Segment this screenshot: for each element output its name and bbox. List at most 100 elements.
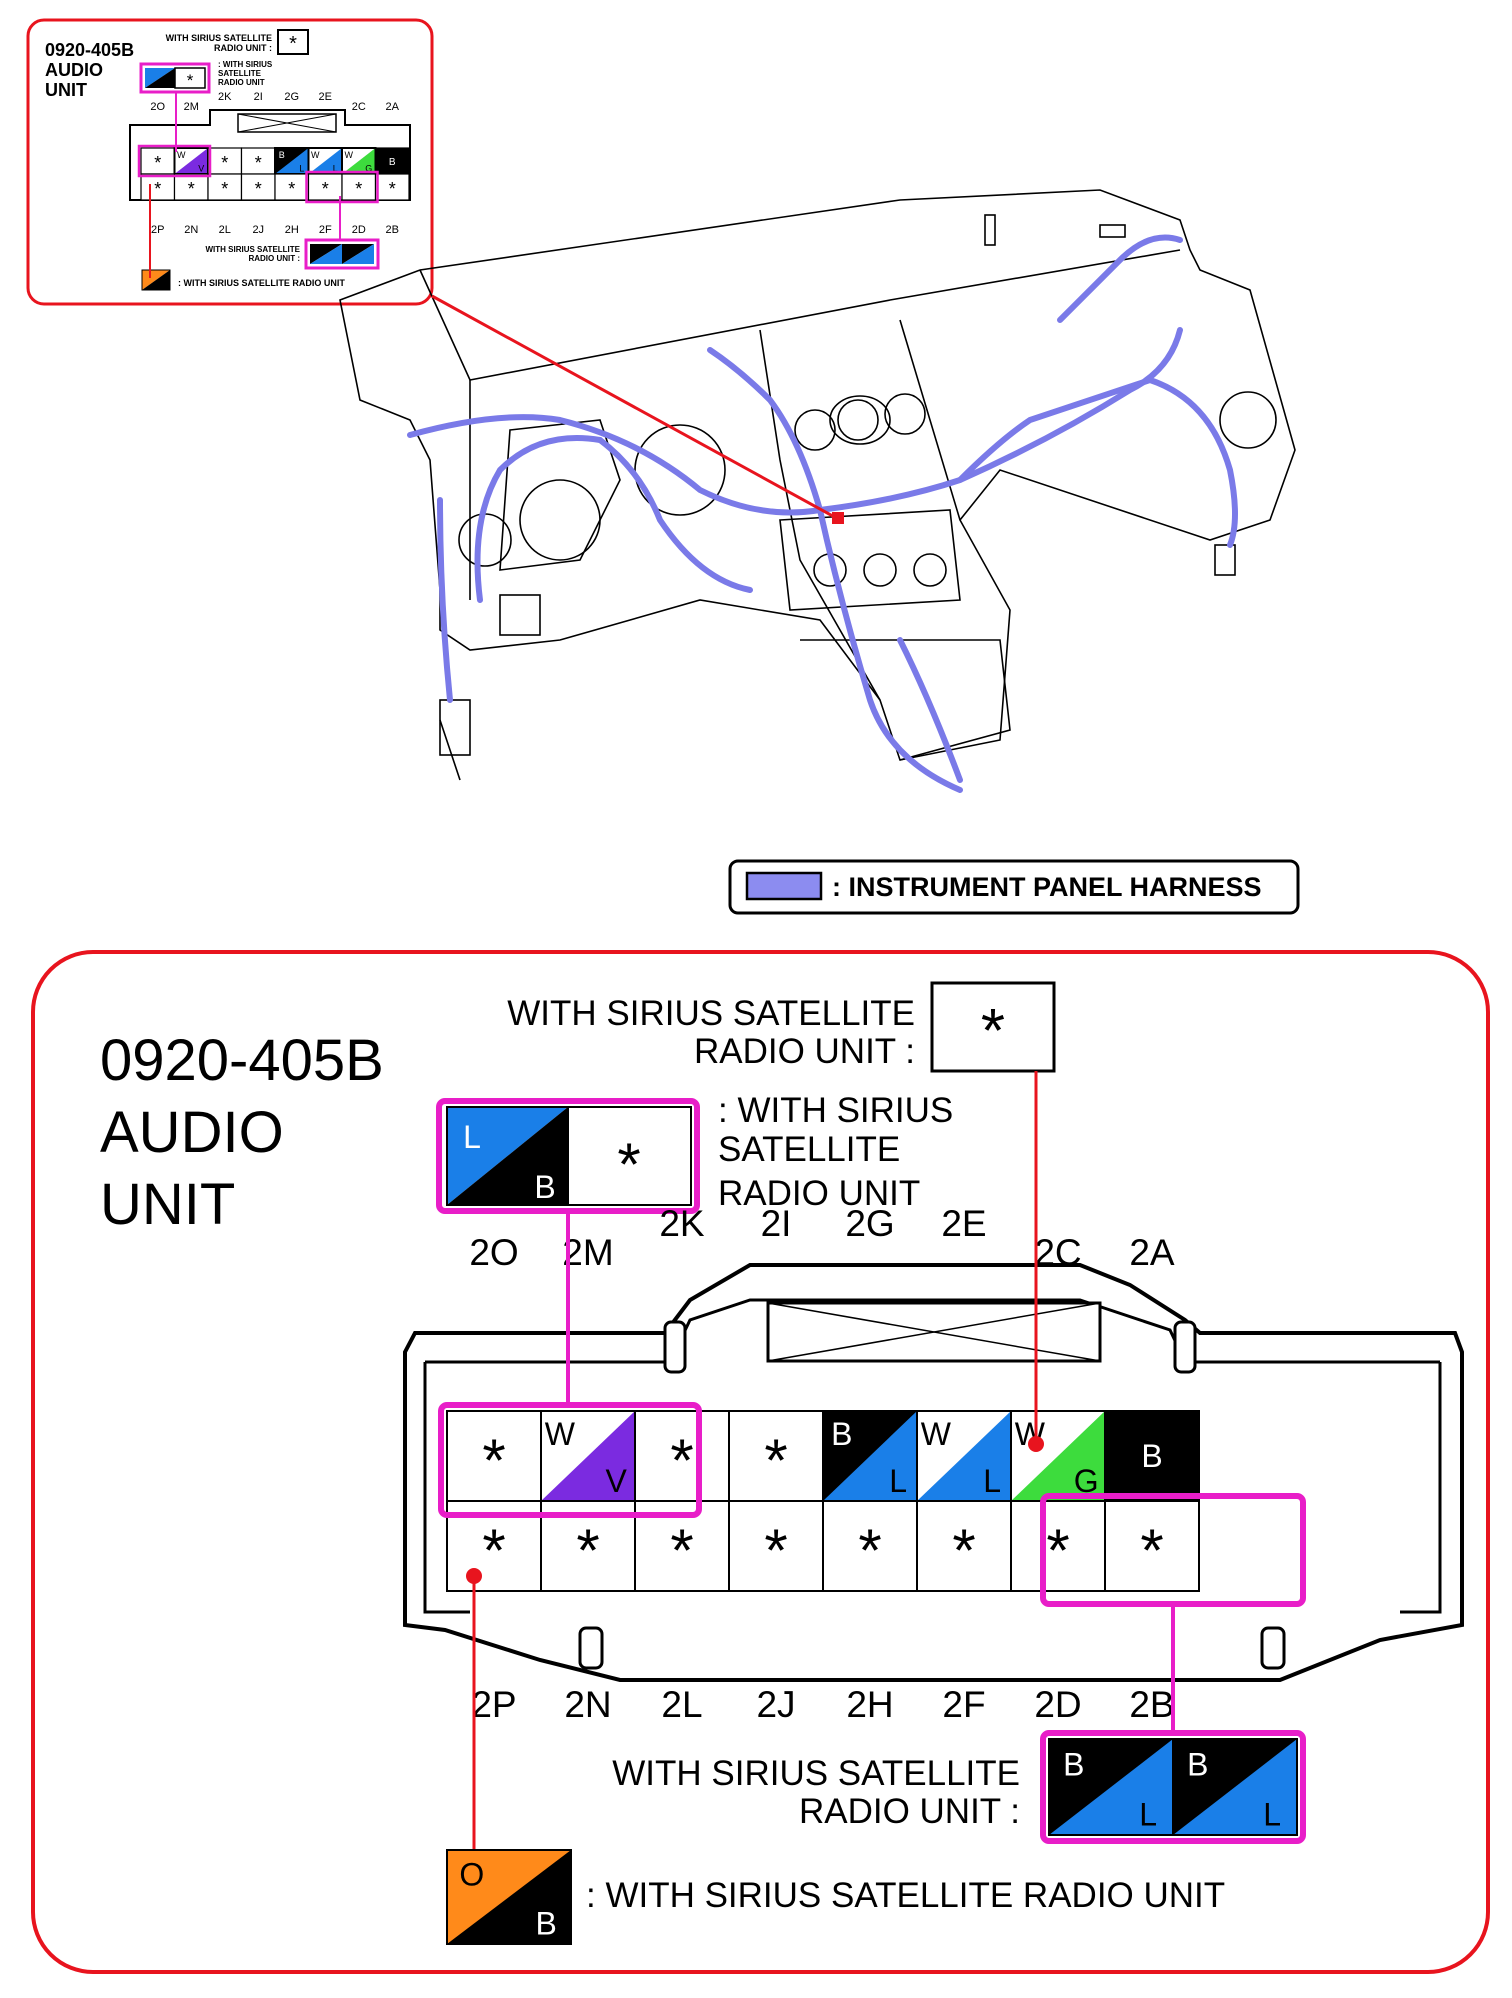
pin-cell: *	[1104, 1500, 1200, 1592]
pin-label-top: 2M	[562, 1232, 613, 1273]
thumb-pin-label-top: 2G	[284, 91, 299, 103]
pin-star: *	[952, 1517, 975, 1584]
thumbnail-inset: 0920-405B AUDIO UNIT WITH SIRIUS SATELLI…	[26, 18, 434, 306]
wire-color-b: L	[1139, 1796, 1157, 1832]
pin-label-top: 2A	[1129, 1232, 1175, 1273]
pin-cell: *	[822, 1500, 918, 1592]
thumb-pin-label-top: 2K	[218, 91, 232, 103]
pin-cell: *	[728, 1410, 824, 1502]
thumb-pin-label-bottom: 2B	[386, 224, 399, 236]
pin-star: *	[1140, 1517, 1163, 1584]
wire-color: B	[1141, 1438, 1162, 1474]
wire-color-a: B	[831, 1416, 852, 1452]
wire-color-a: W	[311, 150, 320, 160]
wire-color-a: W	[344, 150, 353, 160]
thumb-pin-label-top: 2M	[184, 101, 199, 113]
thumb-pin-label-top: 2E	[319, 91, 332, 103]
ob-note: : WITH SIRIUS SATELLITE RADIO UNIT	[586, 1876, 1225, 1915]
thumb-lb-3: RADIO UNIT	[218, 78, 265, 87]
detail-panel: 0920-405B AUDIO UNIT WITH SIRIUS SATELLI…	[31, 950, 1490, 1974]
wire-color-b: L	[333, 163, 338, 173]
pin-label-top: 2E	[941, 1203, 986, 1244]
connector-name-1: AUDIO	[100, 1100, 284, 1165]
pin-star: *	[576, 1517, 599, 1584]
alt-ob-swatch: OB	[446, 1849, 572, 1945]
wire-color-a: W	[545, 1416, 576, 1452]
pin-cell: *	[1010, 1500, 1106, 1592]
pin-star: *	[670, 1517, 693, 1584]
pin-label-bottom: 2B	[1129, 1684, 1174, 1725]
wire-color-a: B	[279, 150, 285, 160]
thumb-bottom-note-2: RADIO UNIT :	[248, 254, 300, 263]
wire-color-b: L	[889, 1463, 907, 1499]
pin-label-top: 2G	[845, 1203, 894, 1244]
thumb-pin-star: *	[255, 179, 262, 199]
pin-label-top: 2K	[659, 1203, 705, 1244]
alt-ob-cell: OB	[446, 1849, 572, 1945]
thumb-bottom-note-1: WITH SIRIUS SATELLITE	[205, 245, 300, 254]
alt-lb-a: L	[463, 1119, 481, 1155]
pin-label-bottom: 2D	[1034, 1684, 1081, 1725]
thumb-pin-star: *	[221, 153, 228, 173]
alt-lb-b: B	[534, 1169, 555, 1205]
wire-color-b: L	[299, 163, 304, 173]
pin-label-bottom: 2F	[942, 1684, 985, 1725]
thumb-star: *	[289, 33, 297, 55]
lb-note-1: : WITH SIRIUS	[718, 1091, 953, 1130]
pin-cell-solid: B	[1104, 1410, 1200, 1502]
pin-cell: *	[916, 1500, 1012, 1592]
harness-wires	[407, 234, 1238, 793]
thumb-pin-star: *	[355, 179, 362, 199]
thumb-pin-split: WV	[173, 147, 209, 175]
top-note-line-2: RADIO UNIT :	[694, 1032, 915, 1071]
top-note-star: *	[981, 997, 1005, 1066]
thumb-pin-label-top: 2C	[352, 101, 366, 113]
wire-color-a: O	[459, 1857, 484, 1893]
thumb-pin-label-bottom: 2L	[219, 224, 231, 236]
thumb-pin-star: *	[322, 179, 329, 199]
alt-lb-cell: L B *	[446, 1106, 692, 1206]
thumb-pin-split: WG	[341, 147, 377, 175]
thumb-pin-star: *	[188, 179, 195, 199]
wire-color-a: W	[921, 1416, 952, 1452]
thumb-note-1: WITH SIRIUS SATELLITE	[166, 33, 272, 43]
pin-cell-WG: WG	[1010, 1410, 1106, 1502]
pin-cell-WL: WL	[916, 1410, 1012, 1502]
pin-star: *	[764, 1517, 787, 1584]
pin-star: *	[764, 1427, 787, 1494]
wire-color-b: L	[1263, 1796, 1281, 1832]
thumb-name-2: UNIT	[45, 80, 87, 100]
alt-lb-star: *	[617, 1131, 640, 1198]
thumb-pin-star: *	[389, 179, 396, 199]
thumb-pin-star: *	[255, 153, 262, 173]
wire-color-b: V	[198, 163, 204, 173]
pin-star: *	[670, 1427, 693, 1494]
pin-label-top: 2I	[761, 1203, 792, 1244]
harness-color-swatch	[745, 871, 823, 901]
lb-note-2: SATELLITE	[718, 1130, 900, 1169]
thumb-pin-label-bottom: 2D	[352, 224, 366, 236]
top-note-box	[930, 981, 1056, 1073]
alt-bl-cell: BL	[1172, 1738, 1298, 1836]
connector-name-2: UNIT	[100, 1172, 235, 1237]
legend-label: : INSTRUMENT PANEL HARNESS	[832, 872, 1262, 902]
thumb-pin-star: *	[154, 153, 161, 173]
leader-line	[431, 294, 841, 522]
pin-label-bottom: 2L	[661, 1684, 702, 1725]
pin-star: *	[482, 1517, 505, 1584]
thumb-ob-note: : WITH SIRIUS SATELLITE RADIO UNIT	[178, 278, 345, 288]
pin-label-top: 2C	[1034, 1232, 1081, 1273]
pin-star: *	[482, 1427, 505, 1494]
pin-star: *	[1046, 1517, 1069, 1584]
thumb-pin-label-bottom: 2H	[285, 224, 299, 236]
lb-note-3: RADIO UNIT	[718, 1174, 920, 1213]
thumb-pin-star: *	[154, 179, 161, 199]
wire-color-b: B	[536, 1906, 557, 1942]
thumb-pin-split: BL	[274, 147, 310, 175]
pin-label-bottom: 2P	[471, 1684, 516, 1725]
bottom-note-line-2: RADIO UNIT :	[799, 1792, 1020, 1831]
